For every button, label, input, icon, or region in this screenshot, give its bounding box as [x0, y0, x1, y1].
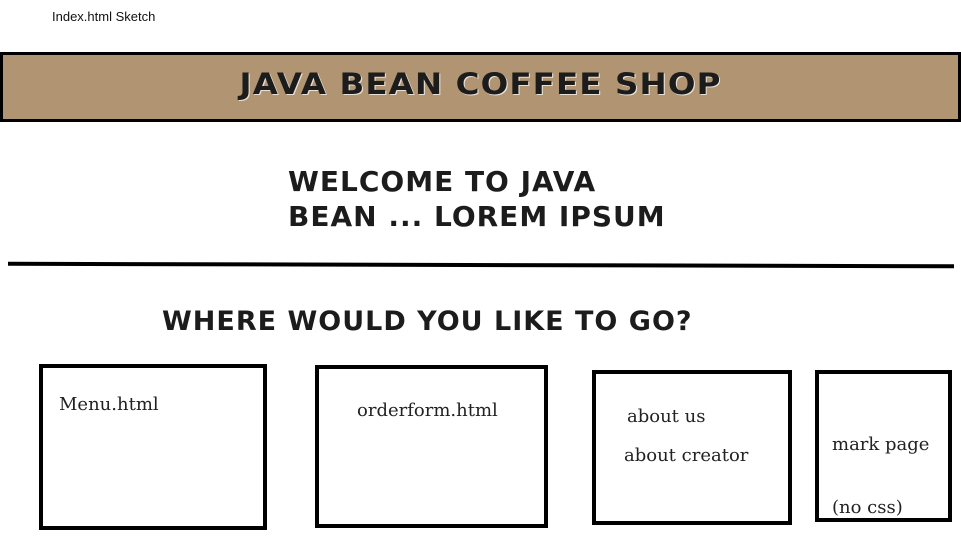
welcome-line-1: WELCOME TO JAVA: [288, 165, 597, 198]
menu-link-label: Menu.html: [59, 394, 159, 415]
section-divider: [7, 261, 955, 269]
mark-page-line-1: mark page: [832, 434, 930, 455]
menu-link-box[interactable]: Menu.html: [39, 364, 267, 530]
navigation-question: WHERE WOULD YOU LIKE TO GO?: [162, 306, 693, 337]
shop-title: JAVA BEAN COFFEE SHOP: [239, 67, 722, 101]
about-link-box[interactable]: about us about creator: [592, 370, 792, 525]
mark-page-link-box[interactable]: mark page (no css): [815, 370, 952, 522]
mark-page-line-2: (no css): [832, 497, 903, 518]
welcome-line-2: BEAN ... LOREM IPSUM: [288, 200, 666, 233]
mark-page-label: mark page (no css): [832, 392, 929, 560]
orderform-link-box[interactable]: orderform.html: [315, 365, 548, 528]
welcome-heading: WELCOME TO JAVA BEAN ... LOREM IPSUM: [288, 164, 748, 234]
orderform-link-label: orderform.html: [357, 400, 498, 421]
sketch-label: Index.html Sketch: [52, 9, 156, 24]
about-creator-link[interactable]: about creator: [624, 445, 749, 466]
header-banner: JAVA BEAN COFFEE SHOP: [0, 52, 961, 122]
about-us-link[interactable]: about us: [627, 406, 706, 427]
